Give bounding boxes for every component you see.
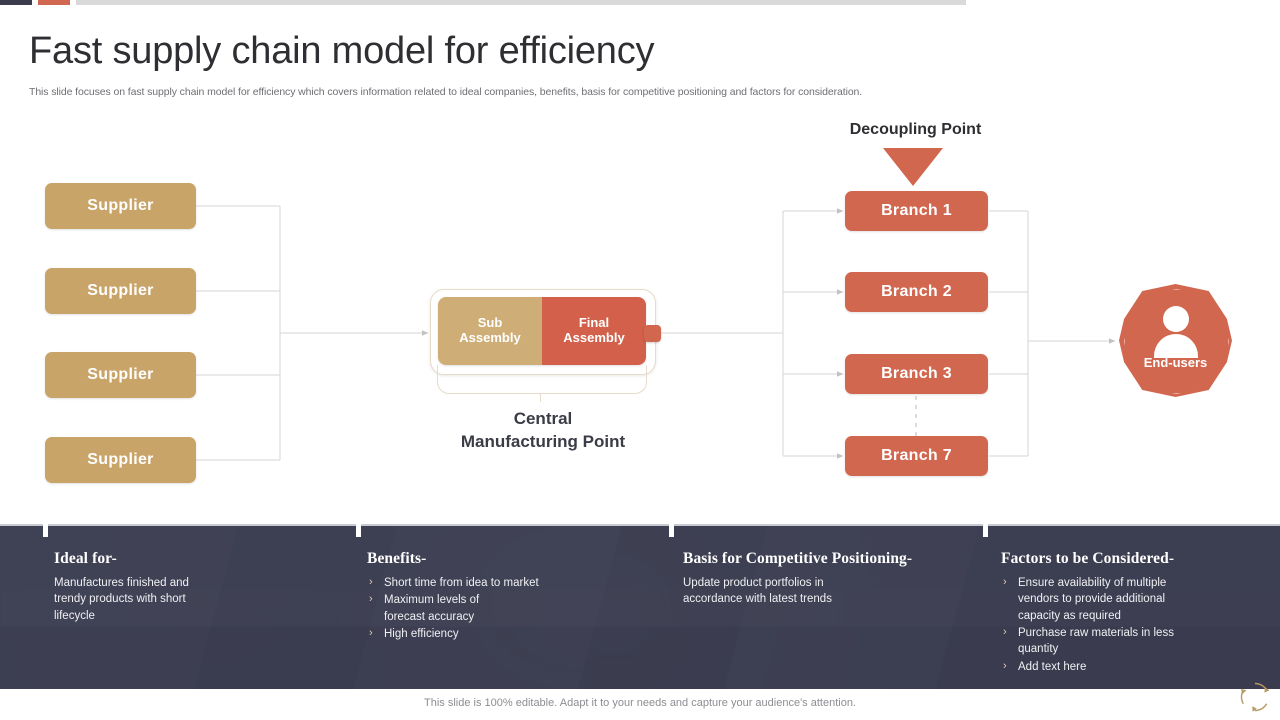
node-branch-1[interactable]: Branch 1 — [845, 191, 988, 231]
info-column-2-bullet-3: High efficiency — [384, 627, 459, 640]
band-tick-4 — [983, 524, 988, 537]
node-supplier-2-label: Supplier — [87, 282, 154, 299]
list-item: › Purchase raw materials in less quantity — [1001, 625, 1183, 658]
info-column-1-paragraph: Manufactures finished and trendy product… — [54, 577, 189, 622]
chevron-right-icon: › — [1003, 625, 1007, 638]
node-branch-3-label: Branch 3 — [881, 365, 952, 382]
node-branch-2-label: Branch 2 — [881, 283, 952, 300]
node-supplier-2[interactable]: Supplier — [45, 268, 196, 314]
list-item: › Maximum levels of forecast accuracy — [367, 592, 514, 625]
central-brace-stem — [540, 393, 541, 402]
person-icon-head — [1163, 306, 1189, 332]
info-column-3-paragraph: Update product portfolios in accordance … — [683, 577, 832, 606]
node-branch-1-label: Branch 1 — [881, 202, 952, 219]
central-manufacturing-node[interactable]: Sub Assembly Final Assembly — [438, 297, 646, 365]
list-item: › Add text here — [1001, 659, 1251, 675]
connector-wires — [196, 205, 1116, 461]
info-column-2-list: › Short time from idea to market › Maximum… — [367, 575, 667, 642]
accent-segment-dark — [0, 0, 32, 5]
accent-segment-grey — [76, 0, 966, 5]
chevron-right-icon: › — [1003, 659, 1007, 672]
list-item: › Short time from idea to market — [367, 575, 667, 591]
node-supplier-3-label: Supplier — [87, 366, 154, 383]
node-branch-7[interactable]: Branch 7 — [845, 436, 988, 476]
decoupling-point-label: Decoupling Point — [849, 121, 982, 138]
central-brace — [437, 365, 647, 394]
bottom-info-band: Ideal for- Manufactures finished and tre… — [0, 524, 1280, 689]
accent-segment-orange — [38, 0, 70, 5]
band-divider-line — [0, 524, 1280, 526]
info-column-ideal-for: Ideal for- Manufactures finished and tre… — [54, 550, 344, 624]
end-users-label: End-users — [1143, 355, 1208, 370]
top-accent-bar — [0, 0, 1280, 5]
central-manufacturing-caption: Central Manufacturing Point — [430, 408, 656, 454]
info-column-3-heading: Basis for Competitive Positioning- — [683, 550, 913, 567]
info-column-factors-to-be-considered: Factors to be Considered- › Ensure availa… — [1001, 550, 1251, 676]
page-title: Fast supply chain model for efficiency — [29, 30, 655, 72]
sub-assembly-label-line1: Sub — [477, 315, 503, 331]
band-tint-overlay — [0, 524, 1280, 689]
chevron-right-icon: › — [369, 576, 373, 588]
chevron-right-icon: › — [369, 593, 373, 606]
node-supplier-3[interactable]: Supplier — [45, 352, 196, 398]
node-branch-3[interactable]: Branch 3 — [845, 354, 988, 394]
recycle-arrows-logo-icon — [1240, 682, 1270, 712]
central-output-knob — [644, 325, 661, 342]
central-caption-line1: Central — [513, 409, 573, 428]
down-triangle-icon — [883, 148, 943, 186]
info-column-2-bullet-1: Short time from idea to market — [384, 577, 539, 589]
info-column-2-bullet-2: Maximum levels of forecast accuracy — [384, 594, 480, 623]
node-branch-7-label: Branch 7 — [881, 447, 952, 464]
info-column-2-heading: Benefits- — [367, 550, 427, 567]
info-column-4-bullet-1: Ensure availability of multiple vendors … — [1018, 577, 1167, 622]
band-tick-1 — [43, 524, 48, 537]
info-column-4-list: › Ensure availability of multiple vendors… — [1001, 575, 1251, 675]
band-tick-2 — [356, 524, 361, 537]
node-branch-2[interactable]: Branch 2 — [845, 272, 988, 312]
chevron-right-icon: › — [1003, 576, 1007, 588]
info-column-benefits: Benefits- › Short time from idea to marke… — [367, 550, 667, 643]
node-supplier-4-label: Supplier — [87, 451, 154, 468]
info-column-4-bullet-3: Add text here — [1018, 660, 1087, 673]
chevron-right-icon: › — [369, 626, 373, 639]
node-supplier-4[interactable]: Supplier — [45, 437, 196, 483]
list-item: › High efficiency — [367, 626, 667, 642]
sub-assembly-cell[interactable]: Sub Assembly — [438, 297, 542, 365]
page-subtitle: This slide focuses on fast supply chain … — [29, 86, 863, 98]
supply-chain-diagram: Supplier Supplier Supplier Supplier Sub … — [0, 110, 1280, 520]
info-column-basis-for-competitive-positioning: Basis for Competitive Positioning- Updat… — [683, 550, 983, 608]
final-assembly-cell[interactable]: Final Assembly — [542, 297, 646, 365]
info-column-4-bullet-2: Purchase raw materials in less quantity — [1018, 626, 1174, 656]
footer-note: This slide is 100% editable. Adapt it to… — [424, 697, 856, 709]
sub-assembly-label-line2: Assembly — [459, 330, 521, 345]
info-column-1-heading: Ideal for- — [54, 550, 117, 567]
list-item: › Ensure availability of multiple vendors… — [1001, 575, 1208, 624]
node-supplier-1-label: Supplier — [87, 197, 154, 214]
node-supplier-1[interactable]: Supplier — [45, 183, 196, 229]
final-assembly-label-line2: Assembly — [563, 330, 625, 345]
final-assembly-label-line1: Final — [578, 315, 610, 331]
central-caption-line2: Manufacturing Point — [460, 431, 626, 451]
band-tick-3 — [669, 524, 674, 537]
info-column-4-heading: Factors to be Considered- — [1001, 550, 1175, 567]
